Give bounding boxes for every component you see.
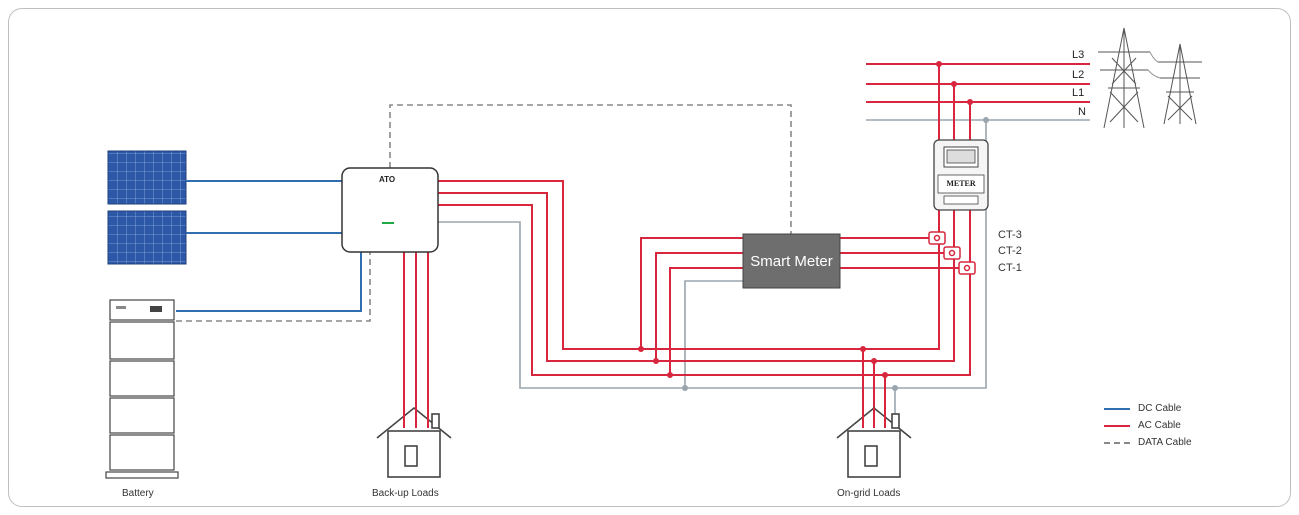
dc-legend-swatch — [1104, 407, 1130, 410]
phase-label-l2: L2 — [1072, 69, 1085, 81]
diagram-frame — [8, 8, 1291, 507]
dc-cables — [176, 180, 362, 312]
solar-panel-icon — [107, 150, 187, 265]
house-icon — [376, 406, 452, 478]
ct-label-2: CT-2 — [998, 245, 1022, 257]
legend-item-dc: DC Cable — [1104, 403, 1181, 414]
smart-meter-label: Smart Meter — [750, 252, 833, 270]
legend-label: DATA Cable — [1138, 437, 1192, 448]
ac-cables — [403, 63, 1090, 420]
legend-item-data: DATA Cable — [1104, 437, 1192, 448]
data-cables — [176, 104, 792, 322]
battery-label: Battery — [122, 488, 154, 499]
ct-clamp-icon — [928, 231, 976, 275]
legend-label: DC Cable — [1138, 403, 1182, 414]
phase-label-l1: L1 — [1072, 87, 1085, 99]
smart-meter-box — [742, 233, 841, 289]
ac-cables — [403, 408, 886, 428]
inverter-logo: ATO — [379, 175, 396, 184]
ct-label-1: CT-1 — [998, 262, 1022, 274]
junction-dots — [638, 61, 989, 391]
ongrid-loads-label: On-grid Loads — [837, 488, 901, 499]
ac-legend-swatch — [1104, 424, 1130, 427]
legend-item-ac: AC Cable — [1104, 420, 1181, 431]
ct-label-3: CT-3 — [998, 229, 1022, 241]
utility-meter-icon — [933, 139, 989, 211]
legend-label: AC Cable — [1138, 420, 1181, 431]
phase-label-n: N — [1078, 106, 1086, 118]
data-legend-swatch — [1104, 441, 1130, 444]
utility-meter-label: METER — [946, 179, 976, 188]
inverter-icon — [341, 167, 439, 253]
backup-loads-label: Back-up Loads — [372, 488, 439, 499]
transmission-tower-icon — [1098, 27, 1202, 129]
phase-label-l3: L3 — [1072, 49, 1085, 61]
battery-icon — [105, 299, 179, 479]
